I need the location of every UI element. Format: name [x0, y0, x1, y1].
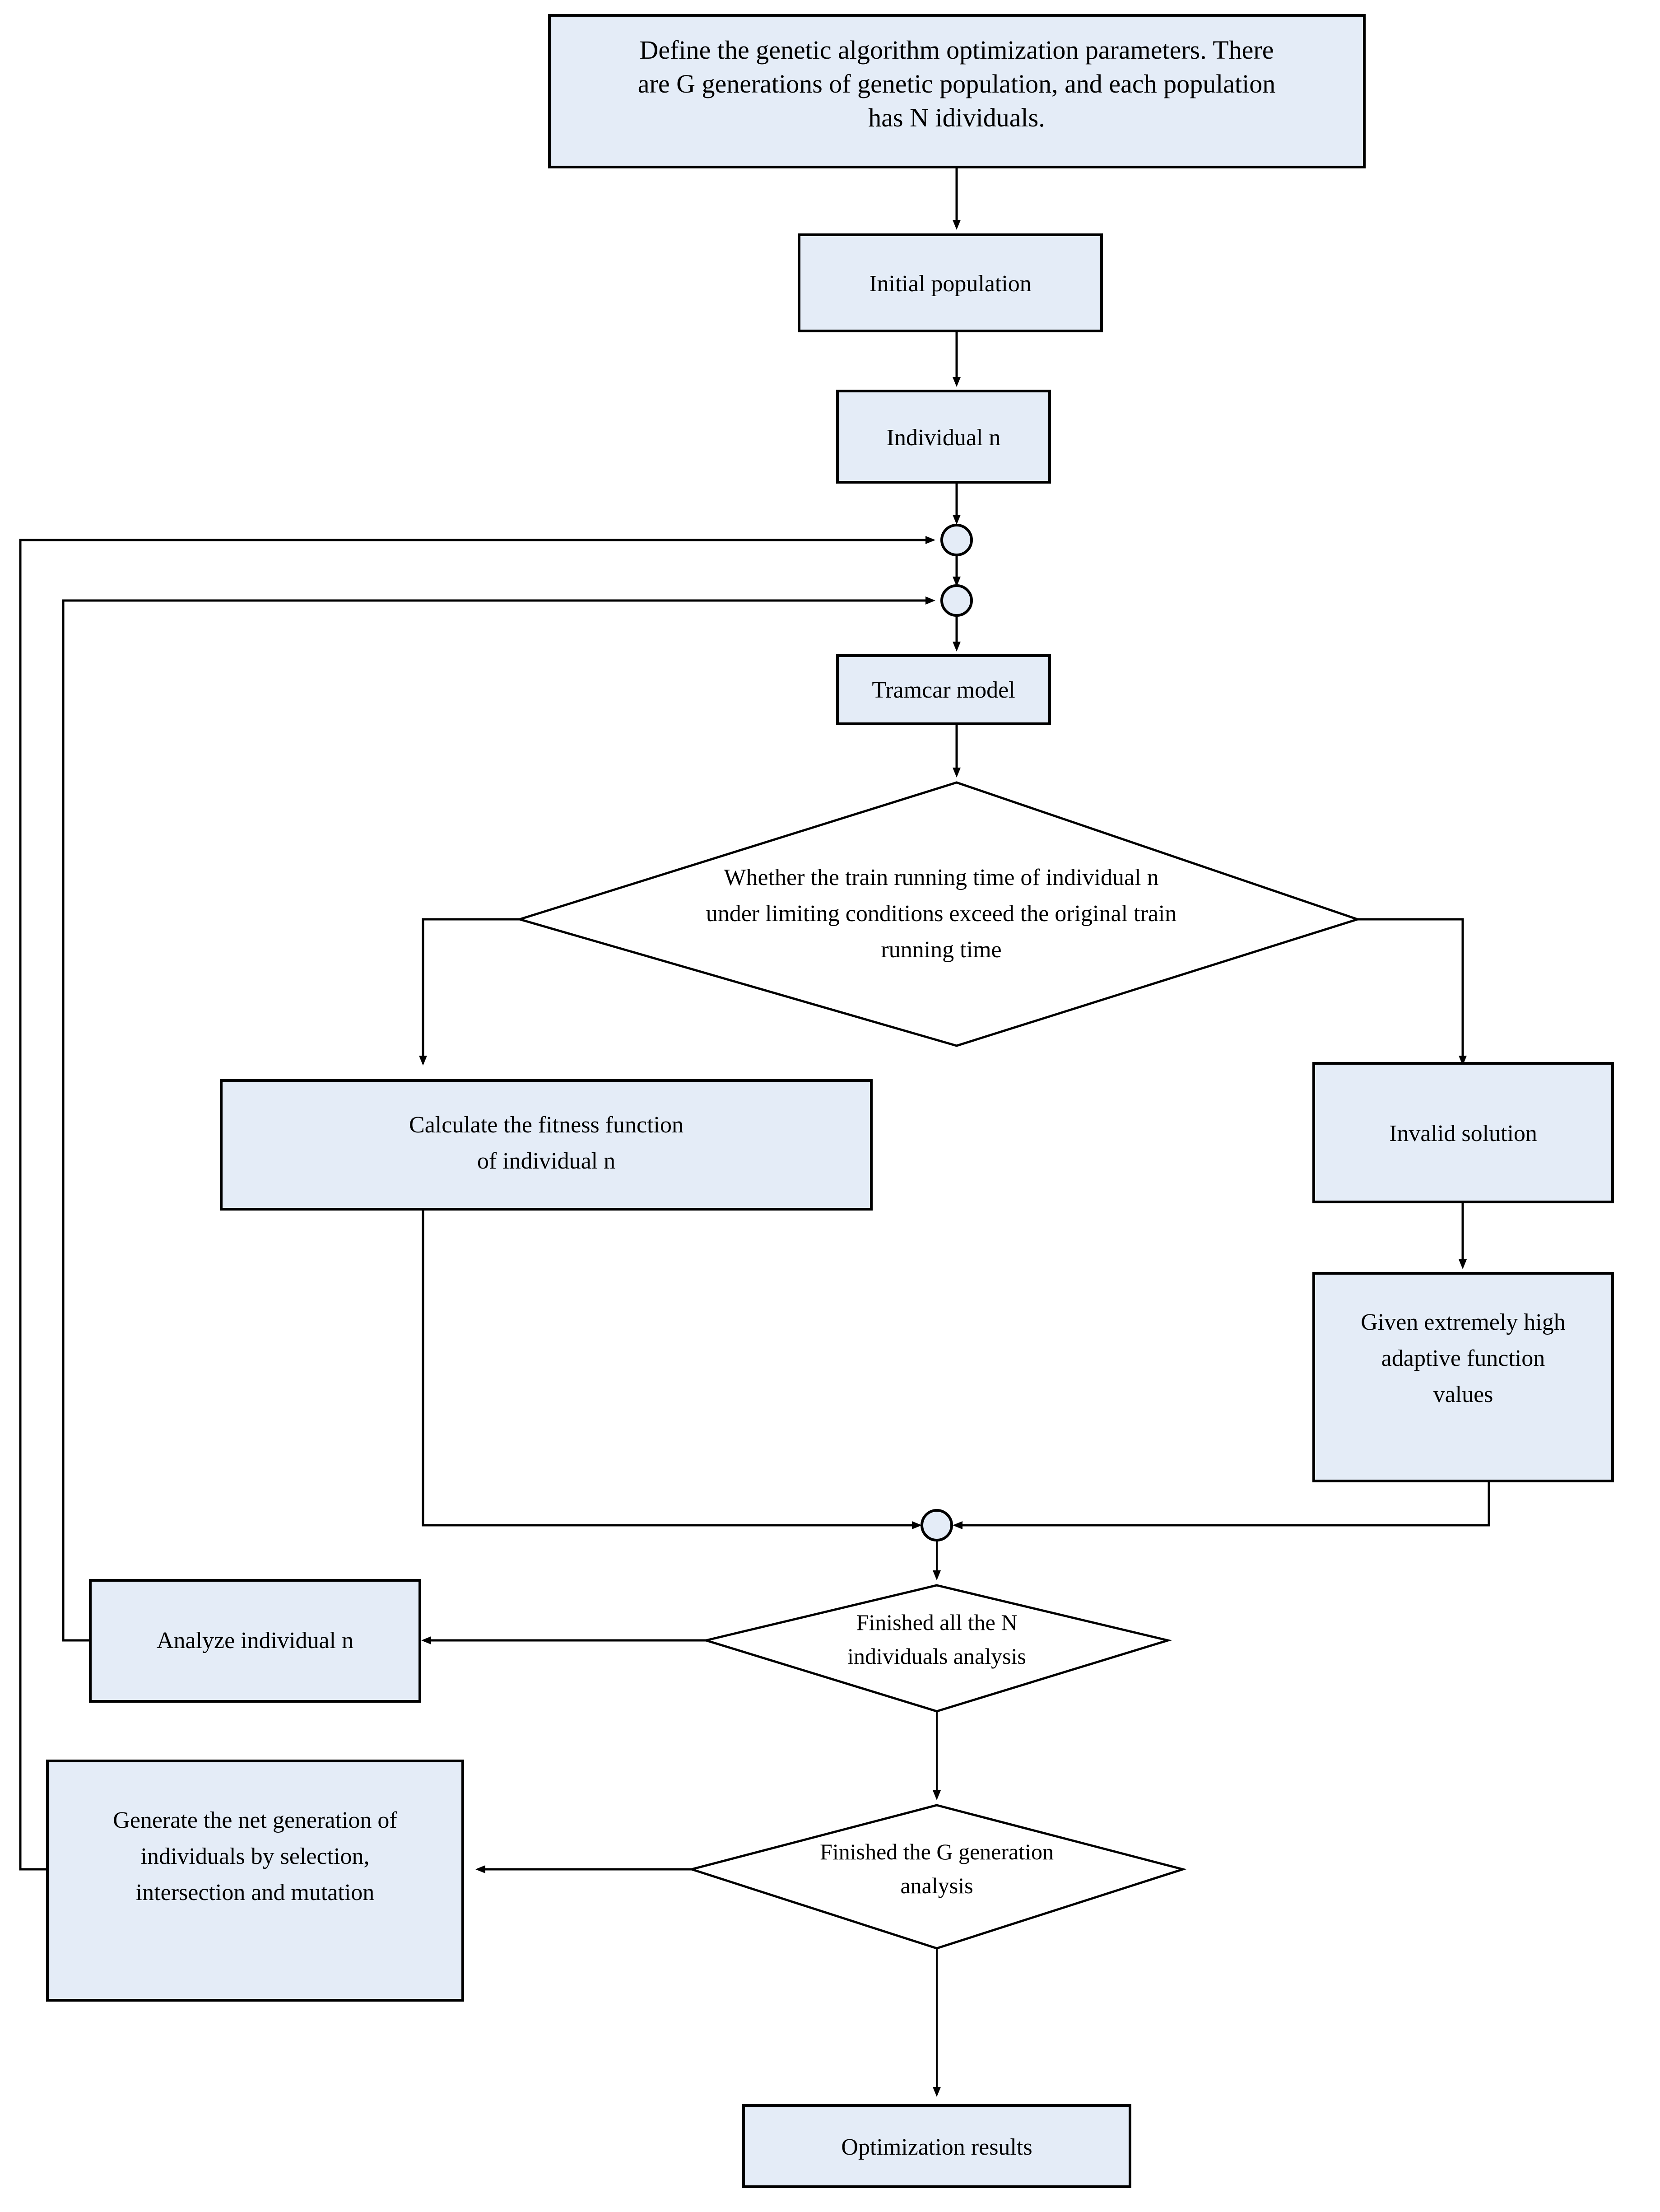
edge-analyze-to-merge-inner-loop: [62, 596, 935, 1642]
node-define-params[interactable]: Define the genetic algorithm optimizatio…: [548, 14, 1366, 168]
node-merge-bottom[interactable]: [921, 1509, 953, 1541]
node-calculate-fitness[interactable]: Calculate the fitness function of indivi…: [220, 1079, 873, 1211]
individual-n-label: Individual n: [887, 425, 1001, 451]
node-optimization-results[interactable]: Optimization results: [742, 2104, 1131, 2188]
high-adaptive-line-2: values: [1433, 1382, 1493, 1407]
node-merge-outer[interactable]: [940, 524, 973, 556]
analyze-individual-label: Analyze individual n: [157, 1628, 353, 1653]
node-finished-g[interactable]: Finished the G generation analysis: [688, 1804, 1187, 1950]
edge-decision-left-to-fitness: [419, 918, 520, 1066]
high-adaptive-line-1: adaptive function: [1381, 1346, 1545, 1371]
initial-population-label: Initial population: [869, 271, 1032, 297]
invalid-solution-label: Invalid solution: [1389, 1121, 1537, 1146]
time-decision-line-0: Whether the train running time of indivi…: [724, 865, 1158, 890]
node-time-decision[interactable]: Whether the train running time of indivi…: [516, 781, 1362, 1047]
edge-decision-right-to-invalid: [1358, 918, 1467, 1066]
finished-g-line-1: analysis: [900, 1873, 973, 1898]
time-decision-line-1: under limiting conditions exceed the ori…: [706, 901, 1177, 927]
node-generate-next[interactable]: Generate the net generation of individua…: [46, 1760, 464, 2002]
node-analyze-individual[interactable]: Analyze individual n: [89, 1579, 421, 1703]
finished-n-line-1: individuals analysis: [847, 1644, 1026, 1669]
finished-g-line-0: Finished the G generation: [820, 1839, 1054, 1864]
tramcar-model-label: Tramcar model: [872, 677, 1015, 703]
node-high-adaptive[interactable]: Given extremely high adaptive function v…: [1312, 1272, 1614, 1482]
define-params-line-0: Define the genetic algorithm optimizatio…: [640, 35, 1274, 65]
node-initial-population[interactable]: Initial population: [798, 233, 1103, 332]
optimization-results-label: Optimization results: [841, 2134, 1032, 2160]
generate-next-line-1: individuals by selection,: [141, 1844, 370, 1869]
node-merge-inner[interactable]: [940, 584, 973, 617]
define-params-line-2: has N idividuals.: [868, 103, 1045, 132]
node-individual-n[interactable]: Individual n: [836, 390, 1051, 484]
define-params-line-1: are G generations of genetic population,…: [638, 69, 1275, 98]
high-adaptive-line-0: Given extremely high: [1361, 1309, 1565, 1335]
time-decision-line-2: running time: [881, 937, 1001, 963]
node-finished-n[interactable]: Finished all the N individuals analysis: [702, 1584, 1172, 1713]
generate-next-line-2: intersection and mutation: [136, 1880, 375, 1905]
calculate-fitness-line-1: of individual n: [477, 1148, 615, 1174]
node-invalid-solution[interactable]: Invalid solution: [1312, 1062, 1614, 1203]
edge-generate-to-merge-outer-loop: [19, 536, 935, 1871]
generate-next-line-0: Generate the net generation of: [113, 1807, 397, 1833]
calculate-fitness-line-0: Calculate the fitness function: [409, 1112, 684, 1138]
finished-n-line-0: Finished all the N: [856, 1610, 1018, 1635]
node-tramcar-model[interactable]: Tramcar model: [836, 654, 1051, 725]
edge-fitness-to-merge-bottom: [422, 1209, 922, 1529]
